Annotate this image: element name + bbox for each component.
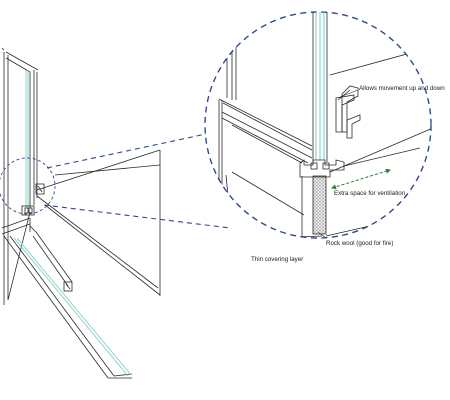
upper-glass-pane — [25, 70, 29, 208]
magnify-leaders — [43, 133, 231, 229]
label-leaders — [317, 89, 359, 239]
sill-lines — [36, 149, 161, 296]
rock-wool-fill — [312, 175, 327, 235]
window-overview — [0, 47, 161, 379]
label-ventilation: Extra space for ventilation — [334, 190, 406, 197]
ventilation-arrow — [331, 168, 391, 190]
detail-channel-profile — [299, 159, 345, 178]
stay-bracket — [63, 281, 73, 292]
label-rock-wool: Rock wool (good for fire) — [326, 240, 393, 247]
detail-frame-posts — [218, 28, 237, 238]
detail-section — [218, 12, 431, 238]
label-movement: Allows movement up and down — [359, 85, 445, 92]
detail-right-wall — [325, 44, 431, 237]
overview-detail-circle — [0, 157, 56, 215]
overview-hinge — [21, 183, 45, 216]
detail-slide-bracket — [335, 85, 361, 139]
detail-wall-block — [221, 171, 323, 238]
lower-opening-sash — [1, 217, 133, 379]
detail-glass-frame — [312, 12, 328, 162]
detail-circle-outline — [204, 11, 432, 239]
detail-sill-bar — [218, 98, 313, 164]
label-covering: Thin covering layer — [251, 256, 303, 263]
lower-glass-pane — [13, 237, 132, 377]
detail-glass-pane — [315, 12, 325, 160]
